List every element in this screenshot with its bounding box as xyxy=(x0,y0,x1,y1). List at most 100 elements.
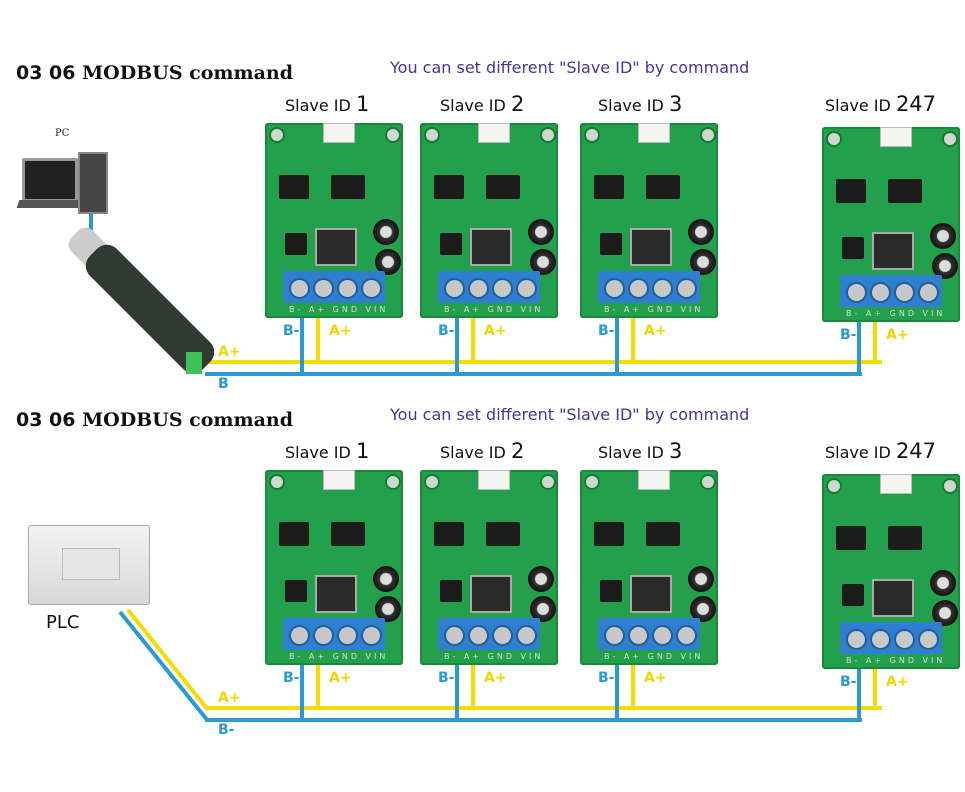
slave-id-number: 3 xyxy=(668,439,683,463)
rs485-slave-board: B- A+ GND VIN xyxy=(580,470,718,665)
pc-label: PC xyxy=(55,128,70,139)
slave-id-label: Slave ID 1 xyxy=(285,439,369,463)
capacitor xyxy=(373,566,399,592)
terminal-pin-labels: B- A+ GND VIN xyxy=(289,305,389,314)
ic-chip xyxy=(594,175,624,199)
capacitor xyxy=(373,219,399,245)
wire-label-a: A+ xyxy=(484,323,507,339)
slave-id-prefix: Slave ID xyxy=(825,443,891,462)
mounting-hole xyxy=(385,474,401,490)
ic-chip xyxy=(646,175,680,199)
ic-chip xyxy=(434,175,464,199)
capacitor xyxy=(932,600,958,626)
terminal-screw xyxy=(652,625,673,646)
bus-label-a: A+ xyxy=(218,344,241,360)
slave-id-prefix: Slave ID xyxy=(285,443,351,462)
terminal-screw xyxy=(676,625,697,646)
ic-chip xyxy=(888,526,922,550)
terminal-pin-labels: B- A+ GND VIN xyxy=(444,652,544,661)
slave-id-label: Slave ID 2 xyxy=(440,92,524,116)
ic-chip xyxy=(434,522,464,546)
voltage-regulator xyxy=(630,575,672,613)
terminal-screw xyxy=(516,278,537,299)
jst-connector xyxy=(323,123,355,143)
capacitor xyxy=(932,253,958,279)
voltage-regulator xyxy=(315,575,357,613)
jst-connector xyxy=(638,470,670,490)
wire-label-b: B- xyxy=(598,323,615,339)
terminal-screw xyxy=(918,629,939,650)
terminal-screw xyxy=(870,629,891,650)
terminal-screw xyxy=(628,278,649,299)
terminal-screw xyxy=(918,282,939,303)
capacitor xyxy=(375,249,401,275)
terminal-screw xyxy=(604,625,625,646)
slave-id-label: Slave ID 3 xyxy=(598,439,682,463)
capacitor xyxy=(930,223,956,249)
terminal-pin-labels: B- A+ GND VIN xyxy=(846,309,946,318)
ic-chip xyxy=(331,175,365,199)
plc-front-panel xyxy=(62,548,120,580)
capacitor xyxy=(530,596,556,622)
slave-id-prefix: Slave ID xyxy=(825,96,891,115)
mounting-hole xyxy=(826,478,842,494)
mounting-hole xyxy=(424,474,440,490)
voltage-regulator xyxy=(630,228,672,266)
title-function-codes: 03 06 xyxy=(16,409,76,431)
rs485-slave-board: B- A+ GND VIN xyxy=(822,127,960,322)
terminal-pin-labels: B- A+ GND VIN xyxy=(444,305,544,314)
slave-id-number: 1 xyxy=(355,439,370,463)
terminal-screw xyxy=(444,278,465,299)
capacitor xyxy=(690,249,716,275)
bus-label-b: B xyxy=(218,376,229,392)
panel-title: 03 06 MODBUS command xyxy=(16,409,293,431)
wire-label-a: A+ xyxy=(329,670,352,686)
title-function-codes: 03 06 xyxy=(16,62,76,84)
terminal-screw xyxy=(361,625,382,646)
ic-chip xyxy=(842,237,864,259)
wire-label-a: A+ xyxy=(484,670,507,686)
ic-chip xyxy=(594,522,624,546)
terminal-screw xyxy=(846,629,867,650)
ic-chip xyxy=(842,584,864,606)
rs485-slave-board: B- A+ GND VIN xyxy=(580,123,718,318)
slave-id-prefix: Slave ID xyxy=(598,443,664,462)
ic-chip xyxy=(486,175,520,199)
rs485-slave-board: B- A+ GND VIN xyxy=(420,123,558,318)
capacitor xyxy=(930,570,956,596)
mounting-hole xyxy=(424,127,440,143)
wire-label-b: B- xyxy=(840,327,857,343)
ic-chip xyxy=(836,179,866,203)
terminal-screw xyxy=(894,282,915,303)
wire-label-b: B- xyxy=(438,670,455,686)
terminal-pin-labels: B- A+ GND VIN xyxy=(289,652,389,661)
wire-label-a: A+ xyxy=(644,323,667,339)
slave-id-label: Slave ID 247 xyxy=(825,92,936,116)
jst-connector xyxy=(880,127,912,147)
bus-label-b: B- xyxy=(218,722,235,738)
terminal-screw xyxy=(468,625,489,646)
wire-label-b: B- xyxy=(438,323,455,339)
slave-id-number: 3 xyxy=(668,92,683,116)
terminal-screw xyxy=(652,278,673,299)
terminal-screw xyxy=(492,278,513,299)
terminal-screw xyxy=(628,625,649,646)
terminal-pin-labels: B- A+ GND VIN xyxy=(846,656,946,665)
mounting-hole xyxy=(826,131,842,147)
wire-label-a: A+ xyxy=(886,327,909,343)
panel-subtitle: You can set different "Slave ID" by comm… xyxy=(390,58,750,77)
terminal-screw xyxy=(604,278,625,299)
terminal-screw xyxy=(289,278,310,299)
slave-id-number: 247 xyxy=(895,439,937,463)
capacitor xyxy=(530,249,556,275)
mounting-hole xyxy=(269,127,285,143)
mounting-hole xyxy=(385,127,401,143)
slave-id-number: 247 xyxy=(895,92,937,116)
plc-wire-b xyxy=(118,610,210,723)
terminal-screw xyxy=(468,278,489,299)
title-text: MODBUS command xyxy=(82,62,294,84)
pc-keyboard-icon xyxy=(16,200,82,208)
panel-title: 03 06 MODBUS command xyxy=(16,62,293,84)
terminal-pin-labels: B- A+ GND VIN xyxy=(604,652,704,661)
